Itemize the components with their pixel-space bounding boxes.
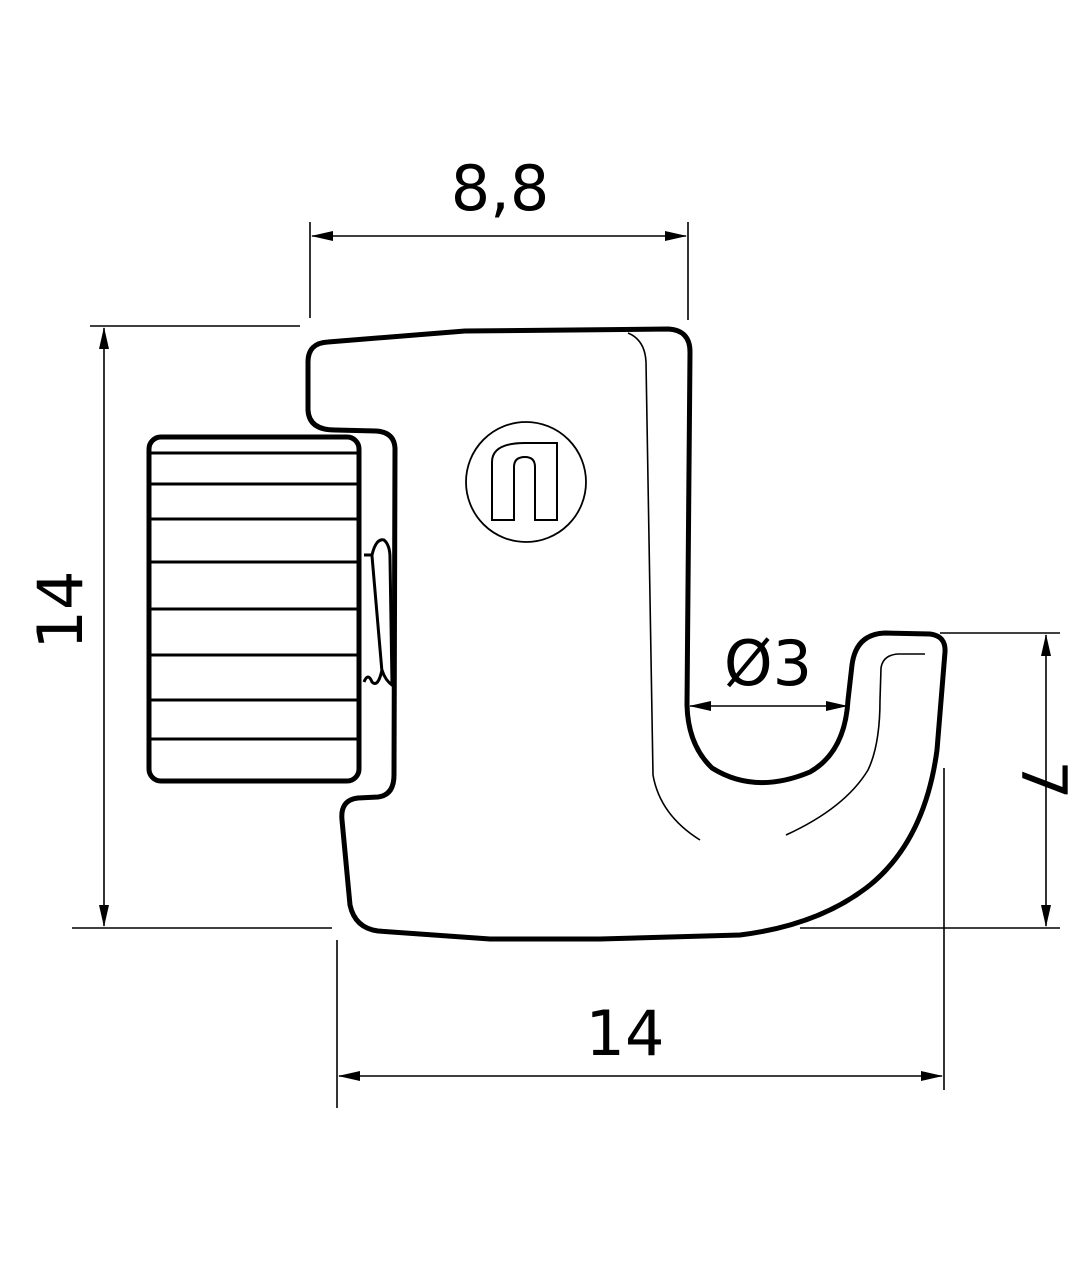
dimension-label: Ø3 <box>724 627 812 700</box>
part-outline <box>305 326 948 942</box>
knob-ridges <box>149 451 359 741</box>
dimension-hole-diameter: Ø3 <box>689 627 848 711</box>
dimension-hook-height: 7 <box>800 632 1080 929</box>
dimension-height: 14 <box>24 325 332 929</box>
dimension-label: 14 <box>24 571 97 650</box>
dimension-label: 14 <box>586 997 665 1070</box>
dimension-label: 8,8 <box>451 152 550 225</box>
dimension-label: 7 <box>1007 760 1080 799</box>
hook-edge-line <box>785 653 925 836</box>
dimension-top-width: 8,8 <box>309 152 689 320</box>
spring-clip <box>362 538 394 688</box>
dimension-bottom-width: 14 <box>336 768 945 1108</box>
brand-logo <box>465 421 587 543</box>
edge-line <box>627 332 701 841</box>
